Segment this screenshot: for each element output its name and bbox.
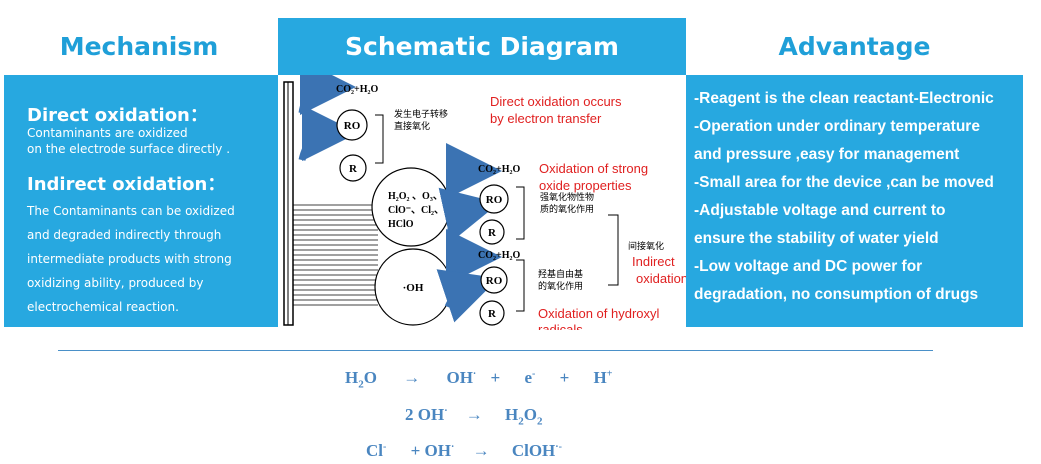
red-hydroxyl-line: radicals (538, 322, 583, 330)
cn-hydroxyl-line: 羟基自由基 (538, 268, 583, 280)
products-label: CO₂+H₂O (336, 84, 378, 95)
r-label: R (488, 308, 497, 320)
advantage-line: and pressure ,easy for management (694, 146, 960, 163)
eq-arrow: → (403, 368, 421, 387)
eq-plus: + (490, 368, 501, 387)
direct-oxidation-title: Direct oxidation： (27, 105, 208, 126)
eq-sub: 2 (537, 415, 543, 428)
cn-indirect-label: 间接氧化 (628, 240, 664, 252)
advantage-line: -Reagent is the clean reactant-Electroni… (694, 90, 994, 107)
advantage-line: -Low voltage and DC power for (694, 258, 923, 275)
eq-arrow: → (472, 441, 490, 460)
direct-oxidation-text: Contaminants are oxidized on the electro… (27, 125, 230, 157)
bracket-direct (375, 114, 384, 164)
red-strong-line: Oxidation of strong (539, 161, 648, 176)
bracket-strong (516, 186, 525, 240)
equation-water-oxidation: H2O → OH· + e- + H+ (345, 368, 612, 390)
eq-term: H (593, 368, 607, 387)
r-label: R (488, 227, 497, 239)
advantage-panel: -Reagent is the clean reactant-Electroni… (686, 75, 1023, 327)
eq-term: ClOH (511, 441, 556, 460)
eq-sup: ·- (555, 441, 562, 453)
oxidant-line: ClO⁻、Cl₂、 (388, 205, 444, 216)
ro-molecule (480, 266, 508, 294)
ro-molecule (479, 184, 509, 214)
red-indirect-line: Indirect (632, 254, 675, 269)
schematic-diagram: CO₂+H₂O RO R 发生电子转移 直接氧化 Direct oxidatio… (278, 75, 686, 330)
equation-chloride: Cl- + OH· → ClOH·- (366, 441, 562, 461)
products-label: CO₂+H₂O (478, 250, 520, 261)
eq-term: H (505, 405, 519, 424)
eq-term: Cl (366, 441, 383, 460)
cn-hydroxyl-line: 的氧化作用 (538, 280, 583, 292)
eq-term: H (345, 368, 359, 387)
direct-line: Contaminants are oxidized (27, 126, 188, 140)
products-label: CO₂+H₂O (478, 164, 520, 175)
eq-sup: · (444, 405, 448, 417)
eq-sup: · (450, 441, 455, 453)
bracket-hydroxyl (516, 259, 525, 312)
red-strong-line: oxide properties (539, 178, 632, 193)
red-indirect-line: oxidation (636, 271, 686, 286)
r-label: R (349, 163, 358, 175)
advantage-list: -Reagent is the clean reactant-Electroni… (694, 85, 994, 309)
advantage-line: -Operation under ordinary temperature (694, 118, 980, 135)
indirect-line: and degraded indirectly through (27, 228, 222, 242)
indirect-oxidation-title: Indirect oxidation： (27, 174, 226, 195)
eq-sup: - (383, 441, 387, 453)
advantage-line: degradation, no consumption of drugs (694, 286, 979, 303)
eq-plus: + (559, 368, 570, 387)
cn-strong-line: 质的氧化作用 (540, 203, 594, 215)
advantage-header: Advantage (778, 32, 931, 61)
eq-arrow: → (465, 405, 483, 424)
eq-term: O (363, 368, 377, 387)
bracket-indirect (608, 214, 619, 286)
schematic-header: Schematic Diagram (278, 18, 686, 75)
ro-label: RO (486, 275, 503, 287)
indirect-line: electrochemical reaction. (27, 300, 179, 314)
ro-label: RO (344, 120, 361, 132)
eq-term: 2 OH (405, 405, 445, 424)
red-direct-line: by electron transfer (490, 111, 602, 126)
indirect-line: The Contaminants can be oxidized (27, 204, 235, 218)
cn-direct-line: 发生电子转移 (394, 108, 448, 120)
direct-line: on the electrode surface directly . (27, 142, 231, 156)
advantage-line: ensure the stability of water yield (694, 230, 939, 247)
field-lines (293, 204, 378, 306)
indirect-oxidation-text: The Contaminants can be oxidized and deg… (27, 199, 235, 319)
eq-sup: + (606, 368, 613, 380)
eq-term: O (523, 405, 538, 424)
eq-sub: 2 (358, 378, 364, 391)
oh-label: ·OH (403, 282, 424, 294)
cn-strong-line: 强氧化物性物 (540, 191, 594, 203)
indirect-line: oxidizing ability, produced by (27, 276, 204, 290)
red-hydroxyl-line: Oxidation of hydroxyl (538, 306, 660, 321)
advantage-line: -Adjustable voltage and current to (694, 202, 946, 219)
indirect-line: intermediate products with strong (27, 252, 232, 266)
red-direct-line: Direct oxidation occurs (490, 94, 622, 109)
ro-molecule (336, 109, 368, 141)
oxidant-line: HClO (388, 219, 414, 230)
ro-label: RO (486, 194, 503, 206)
arrow-icon (298, 105, 358, 162)
eq-term: OH (446, 368, 473, 387)
r-molecule (479, 300, 505, 326)
r-molecule (339, 154, 367, 182)
eq-sub: 2 (518, 415, 524, 428)
eq-sup: · (472, 368, 477, 380)
equation-hydroxyl-recombination: 2 OH· → H2O2 (405, 405, 543, 427)
eq-sup: - (532, 368, 536, 380)
cn-direct-line: 直接氧化 (394, 120, 430, 132)
divider (58, 350, 933, 351)
eq-term: e (524, 368, 532, 387)
advantage-line: -Small area for the device ,can be moved (694, 174, 994, 191)
arrow-icon (436, 269, 499, 323)
mechanism-header: Mechanism (59, 32, 219, 61)
eq-plus: + OH (410, 441, 451, 460)
oxidant-line: H₂O₂ 、O₃、 (388, 191, 443, 202)
mechanism-panel: Direct oxidation： Contaminants are oxidi… (4, 75, 278, 327)
